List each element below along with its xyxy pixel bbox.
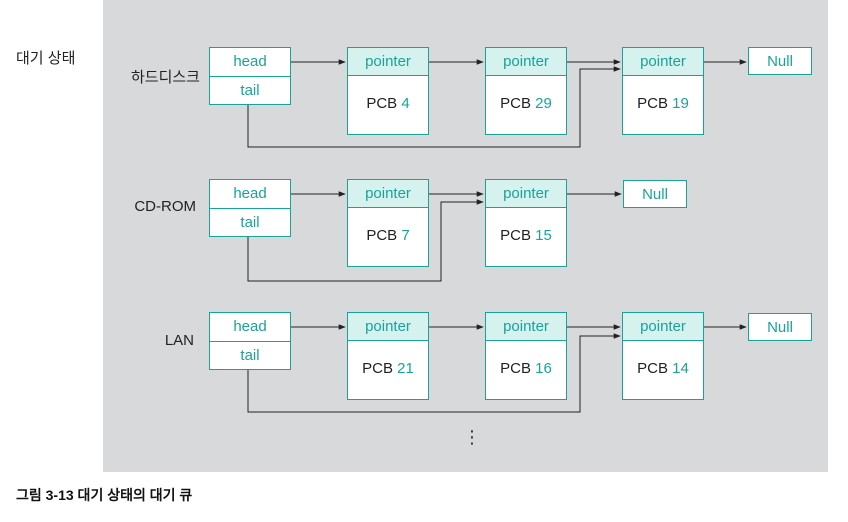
head-cell: head [210,48,290,77]
tail-cell: tail [240,347,260,364]
tail-pointer-arrow [247,199,484,282]
tail-cell: tail [240,214,260,231]
queue-3-connectors [247,324,747,413]
head-cell: head [210,313,290,342]
queue-label-cdrom: CD-ROM [134,198,196,215]
pcb-label: PCB 19 [623,95,703,112]
null-terminator: Null [748,47,812,75]
pointer-field: pointer [348,48,428,76]
tail-pointer-arrow [247,66,621,148]
pointer-field: pointer [486,48,566,76]
pointer-field: pointer [486,180,566,208]
pcb-number: 15 [535,227,552,244]
pcb-prefix: PCB [637,95,668,112]
pcb-node: pointer PCB 14 [622,312,704,400]
pcb-number: 7 [401,227,410,244]
pcb-label: PCB 4 [348,95,428,112]
pcb-prefix: PCB [637,360,668,377]
pcb-label: PCB 29 [486,95,566,112]
pcb-node: pointer PCB 21 [347,312,429,400]
pointer-field: pointer [623,313,703,341]
pcb-prefix: PCB [366,95,398,112]
null-terminator: Null [748,313,812,341]
pcb-number: 4 [401,95,410,112]
pcb-node: pointer PCB 19 [622,47,704,135]
queue-header-box: head tail [209,312,291,370]
pcb-node: pointer PCB 15 [485,179,567,267]
pcb-number: 19 [672,95,689,112]
pcb-prefix: PCB [500,360,531,377]
pcb-node: pointer PCB 29 [485,47,567,135]
pcb-label: PCB 21 [348,360,428,377]
pointer-field: pointer [348,180,428,208]
pcb-prefix: PCB [366,227,398,244]
pcb-label: PCB 15 [486,227,566,244]
head-cell: head [210,180,290,209]
null-terminator: Null [623,180,687,208]
pcb-label: PCB 16 [486,360,566,377]
queue-1-connectors [247,59,747,148]
pcb-prefix: PCB [500,95,531,112]
pointer-field: pointer [348,313,428,341]
state-label: 대기 상태 [16,50,76,67]
pcb-number: 16 [535,360,552,377]
pcb-label: PCB 7 [348,227,428,244]
queue-label-harddisk: 하드디스크 [130,69,200,86]
pcb-prefix: PCB [362,360,393,377]
pcb-prefix: PCB [500,227,531,244]
queue-label-lan: LAN [164,332,194,349]
pointer-field: pointer [623,48,703,76]
tail-cell: tail [240,82,260,99]
pcb-number: 29 [535,95,552,112]
queue-header-box: head tail [209,179,291,237]
queue-2-connectors [247,191,622,282]
queue-header-box: head tail [209,47,291,105]
pcb-node: pointer PCB 16 [485,312,567,400]
pcb-number: 14 [672,360,689,377]
pointer-field: pointer [486,313,566,341]
figure-caption: 그림 3-13 대기 상태의 대기 큐 [16,487,193,503]
pcb-label: PCB 14 [623,360,703,377]
more-queues-indicator: ⋮ [463,427,481,447]
pcb-number: 21 [397,360,414,377]
tail-pointer-arrow [247,333,621,413]
pcb-node: pointer PCB 4 [347,47,429,135]
pcb-node: pointer PCB 7 [347,179,429,267]
